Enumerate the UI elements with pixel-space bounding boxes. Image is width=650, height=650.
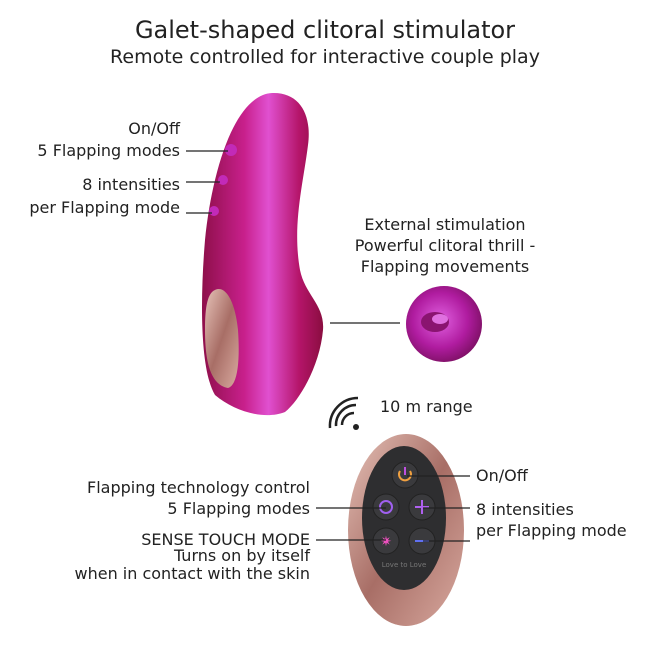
remote-mode-button[interactable]: [372, 493, 400, 521]
wireless-signal-icon: [328, 396, 359, 430]
stimulator-tip-closeup: [406, 286, 482, 362]
svg-text:✷: ✷: [380, 534, 392, 550]
remote-label-per-mode: per Flapping mode: [476, 521, 627, 540]
remote-label-tech: Flapping technology control: [87, 478, 310, 497]
device-button-minus[interactable]: [209, 206, 219, 216]
device-button-onoff[interactable]: [225, 144, 237, 156]
remote-label-intensities: 8 intensities: [476, 500, 574, 519]
stimulator-device: [202, 92, 324, 416]
stimulation-line3: Flapping movements: [360, 257, 530, 276]
page-title: Galet-shaped clitoral stimulator: [134, 16, 516, 44]
device-button-plus[interactable]: [218, 175, 228, 185]
device-label-modes: 5 Flapping modes: [37, 141, 180, 160]
remote-control: ✷ Love to Love: [348, 434, 464, 626]
range-label: 10 m range: [380, 397, 473, 416]
remote-label-onoff: On/Off: [476, 466, 528, 485]
device-label-per-mode: per Flapping mode: [29, 198, 180, 217]
page-subtitle: Remote controlled for interactive couple…: [110, 46, 540, 68]
remote-sense-touch-button[interactable]: [372, 527, 400, 555]
device-label-onoff: On/Off: [128, 119, 180, 138]
remote-brand: Love to Love: [382, 561, 427, 569]
remote-label-modes: 5 Flapping modes: [167, 499, 310, 518]
stimulation-line2: Powerful clitoral thrill -: [354, 236, 536, 255]
remote-label-sense3: when in contact with the skin: [74, 564, 311, 583]
device-label-intensities: 8 intensities: [82, 175, 180, 194]
stimulation-line1: External stimulation: [364, 215, 526, 234]
remote-label-sense2: Turns on by itself: [173, 546, 310, 565]
remote-label-sense: SENSE TOUCH MODE: [141, 530, 310, 549]
